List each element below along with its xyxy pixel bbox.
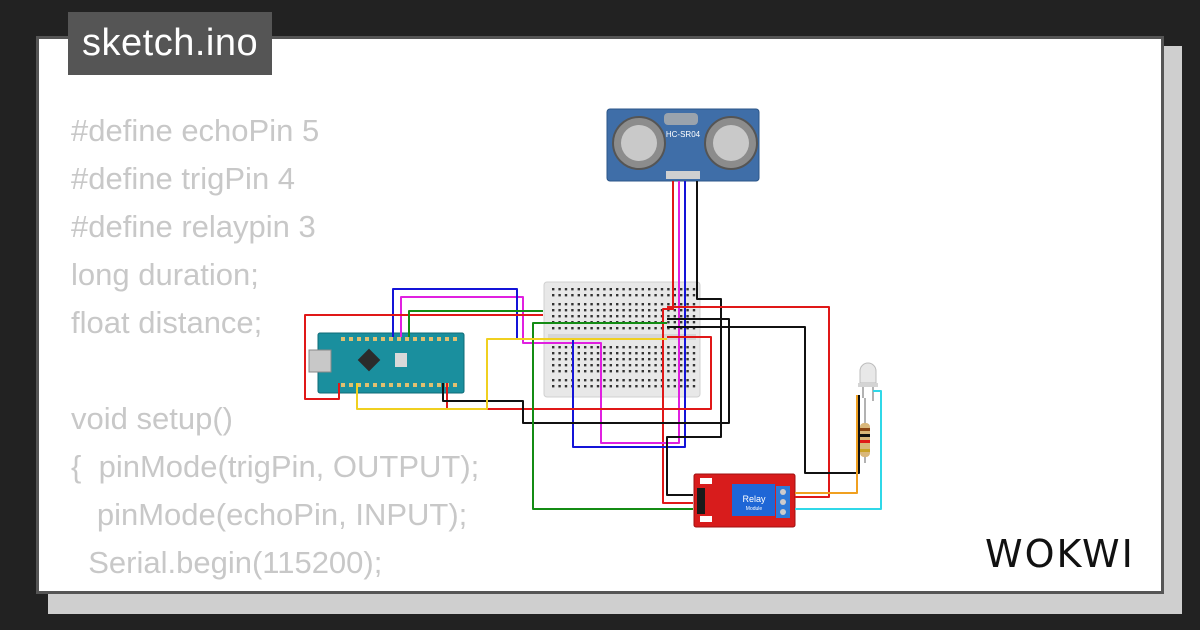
- code-line: #define trigPin 4: [71, 161, 296, 196]
- code-line: }: [71, 593, 81, 594]
- relay-sublabel: Module: [746, 506, 763, 512]
- code-line: void setup(): [71, 401, 233, 436]
- wire-green: [408, 310, 543, 337]
- code-line: { pinMode(trigPin, OUTPUT);: [71, 449, 480, 484]
- resistor: [860, 398, 870, 463]
- relay-module: Relay Module: [693, 473, 796, 528]
- wire-black: [666, 181, 722, 496]
- code-line: float distance;: [71, 305, 263, 340]
- code-line: #define echoPin 5: [71, 113, 320, 148]
- wire-yellow: [356, 338, 667, 410]
- sensor-label: HC-SR04: [666, 130, 701, 139]
- project-card[interactable]: #define echoPin 5 #define trigPin 4 #def…: [36, 36, 1164, 594]
- code-line: #define relaypin 3: [71, 209, 316, 244]
- wire-red: [667, 306, 830, 498]
- brand-name: WOKWI: [985, 532, 1135, 576]
- relay-label: Relay: [742, 494, 766, 504]
- file-tab[interactable]: sketch.ino: [68, 12, 273, 75]
- code-line: Serial.begin(115200);: [71, 545, 383, 580]
- code-preview: #define echoPin 5 #define trigPin 4 #def…: [71, 107, 480, 594]
- wire-black: [442, 318, 730, 424]
- wire-red: [662, 181, 693, 504]
- ultrasonic-sensor: HC-SR04: [606, 108, 760, 182]
- led: [858, 362, 878, 401]
- code-line: pinMode(echoPin, INPUT);: [71, 497, 468, 532]
- wire-red: [304, 314, 543, 400]
- circuit-diagram: HC-SR04 Relay Module: [304, 108, 882, 528]
- wire-cyan: [795, 390, 882, 510]
- wire-black: [667, 326, 860, 474]
- wire-orange: [795, 395, 858, 494]
- code-line: long duration;: [71, 257, 259, 292]
- wires: [304, 181, 882, 510]
- wire-green: [532, 322, 693, 510]
- arduino-nano: [308, 332, 465, 394]
- wokwi-logo: WOKWI: [985, 532, 1135, 576]
